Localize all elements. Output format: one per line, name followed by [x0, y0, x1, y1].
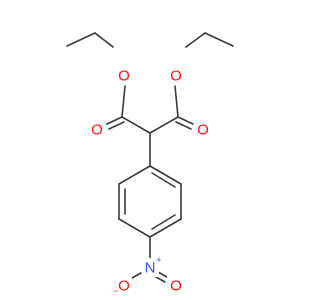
bond-left-ethyl-c-o — [94, 32, 114, 48]
atom-ester-o-left: O — [116, 66, 133, 85]
svg-text:O: O — [118, 278, 130, 295]
bond-left-carbonyl-double-b — [108, 121, 125, 130]
molecule-canvas: O O O O N + O − O — [66, 32, 234, 296]
ring-bond-4 — [118, 218, 151, 238]
ring-inner-double-2 — [151, 214, 176, 230]
bond-left-carbonyl-double-a — [106, 116, 123, 125]
ring-bond-1 — [149, 165, 182, 185]
ring-bond-6 — [118, 165, 151, 185]
svg-text:N: N — [145, 260, 156, 277]
svg-text:O: O — [170, 68, 182, 85]
atom-carbonyl-o-left: O — [89, 120, 106, 139]
svg-text:O: O — [118, 68, 130, 85]
svg-text:O: O — [91, 122, 103, 139]
bond-right-ester-o-c — [174, 85, 179, 118]
atom-nitro-o-right: O — [167, 276, 184, 295]
bond-nitro-n-o-right-b — [155, 276, 166, 283]
atom-nitro-o-left: O − — [113, 276, 132, 296]
bond-right-carbonyl-to-ch — [149, 116, 179, 134]
bond-left-ethyl-c-c — [66, 32, 96, 47]
bond-right-ethyl-c-o — [185, 32, 206, 48]
bond-left-carbonyl-to-ch — [121, 116, 151, 134]
structure-diagram: O O O O N + O − O — [66, 32, 234, 296]
bond-nitro-n-o-right-a — [157, 271, 168, 278]
atom-carbonyl-o-right: O — [194, 120, 211, 139]
bond-nitro-n-o-left — [131, 272, 142, 279]
bond-left-ester-o-c — [121, 85, 126, 118]
ring-bond-3 — [149, 218, 182, 238]
charge-minus: − — [113, 286, 118, 296]
bond-right-ethyl-c-c — [204, 32, 234, 47]
bond-right-carbonyl-double-a — [177, 116, 194, 125]
atom-ester-o-right: O — [167, 66, 184, 85]
svg-text:O: O — [197, 122, 209, 139]
svg-text:O: O — [170, 278, 182, 295]
atom-nitro-n: N + — [142, 255, 162, 277]
bond-right-carbonyl-double-b — [175, 121, 192, 130]
charge-plus: + — [156, 255, 161, 265]
ring-inner-double-1 — [151, 172, 176, 188]
